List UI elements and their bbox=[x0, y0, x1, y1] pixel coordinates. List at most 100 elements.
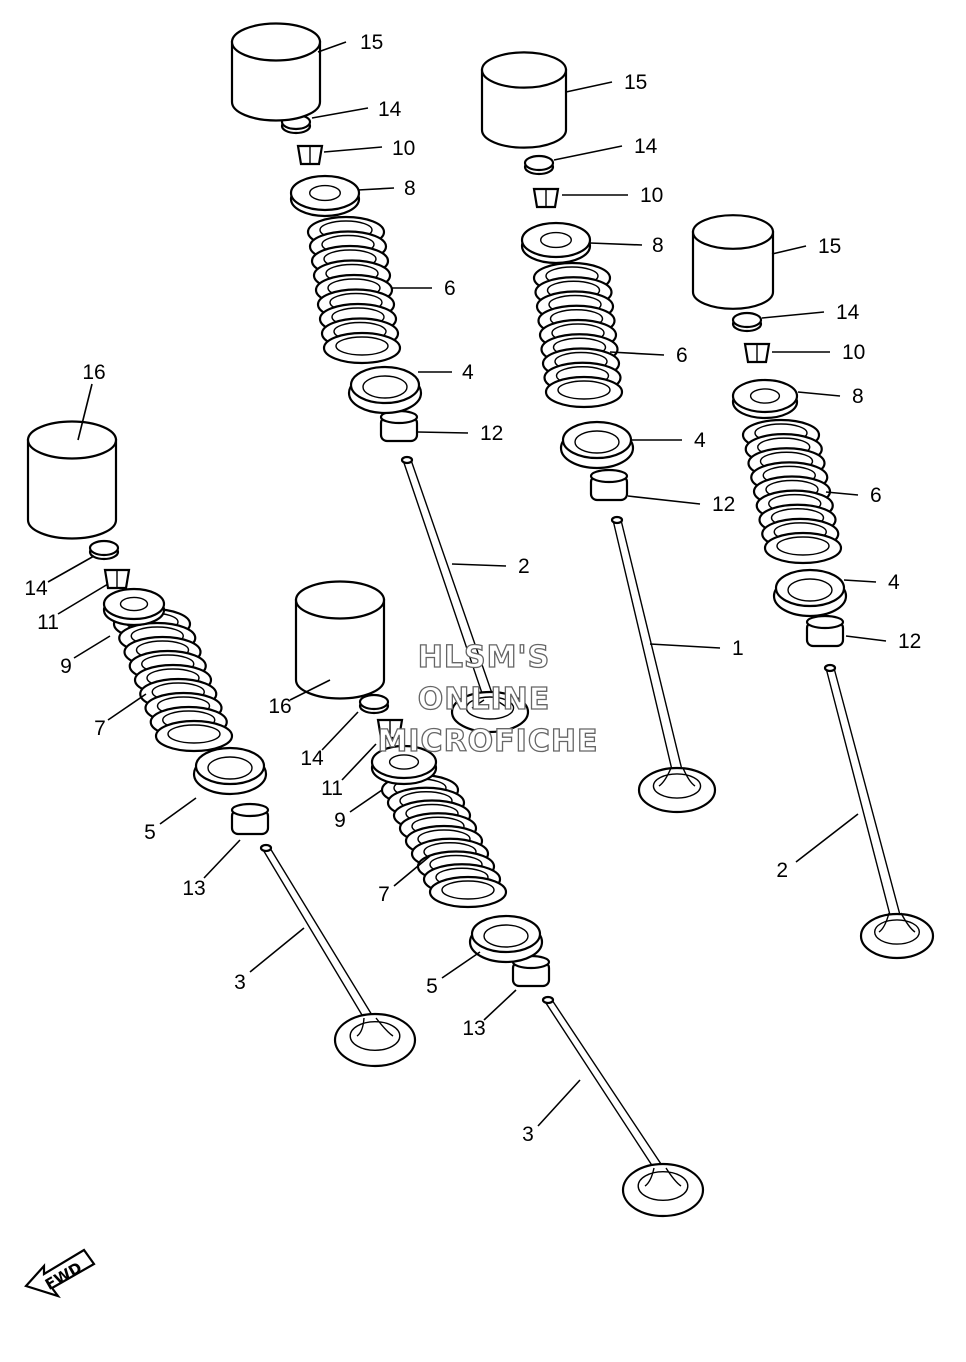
leader-line-e5 bbox=[441, 951, 481, 979]
valve-keeper-b bbox=[532, 187, 560, 209]
spring-seat-c bbox=[772, 568, 848, 618]
callout-b8: 8 bbox=[652, 234, 664, 257]
callout-e11: 11 bbox=[321, 777, 343, 800]
callout-a8: 8 bbox=[404, 177, 416, 200]
callout-e16: 16 bbox=[268, 695, 291, 718]
adjusting-shim-d bbox=[88, 539, 120, 561]
leader-line-e14 bbox=[321, 711, 359, 751]
leader-line-a14 bbox=[311, 107, 369, 119]
spring-retainer-d bbox=[102, 587, 166, 627]
spring-retainer-b bbox=[520, 221, 592, 265]
leader-line-d3 bbox=[249, 927, 305, 973]
leader-line-a15 bbox=[317, 41, 347, 53]
leader-line-b8 bbox=[589, 242, 643, 246]
valve-e bbox=[541, 995, 705, 1218]
valve-keeper-a bbox=[296, 144, 324, 166]
valve-assembly-a bbox=[230, 22, 530, 734]
valve-spring-a bbox=[306, 215, 402, 365]
leader-line-e13 bbox=[483, 989, 517, 1021]
callout-d7: 7 bbox=[94, 717, 106, 740]
callout-d11: 11 bbox=[37, 611, 59, 634]
leader-line-a10 bbox=[323, 146, 383, 153]
watermark: HLSM'S ONLINE MICROFICHE bbox=[377, 639, 599, 759]
valve-assembly-b bbox=[480, 51, 717, 814]
valve-keeper-c bbox=[743, 342, 771, 364]
callout-b15: 15 bbox=[624, 71, 647, 94]
callout-e5: 5 bbox=[426, 975, 438, 998]
callout-a4: 4 bbox=[462, 361, 474, 384]
valve-assembly-e bbox=[294, 580, 705, 1218]
callout-a14: 14 bbox=[378, 98, 402, 121]
callout-c2: 2 bbox=[776, 859, 788, 882]
stem-seal-d bbox=[230, 802, 270, 836]
valve-lifter-e bbox=[294, 580, 386, 700]
callout-b12: 12 bbox=[712, 493, 735, 516]
callout-c8: 8 bbox=[852, 385, 864, 408]
spring-retainer-c bbox=[731, 378, 799, 420]
spring-retainer-e bbox=[370, 744, 438, 786]
callout-e14: 14 bbox=[300, 747, 324, 770]
callout-d13: 13 bbox=[182, 877, 205, 900]
leader-line-b12 bbox=[627, 495, 701, 505]
callout-d5: 5 bbox=[144, 821, 156, 844]
callout-c15: 15 bbox=[818, 235, 841, 258]
callout-b4: 4 bbox=[694, 429, 706, 452]
spring-seat-b bbox=[559, 420, 635, 470]
leader-line-e7 bbox=[393, 855, 431, 887]
leader-line-d13 bbox=[203, 839, 241, 879]
leader-line-b6 bbox=[609, 351, 665, 356]
adjusting-shim-b bbox=[523, 154, 555, 176]
valve-lifter-c bbox=[691, 214, 775, 310]
callout-e13: 13 bbox=[462, 1017, 485, 1040]
leader-line-a12 bbox=[417, 431, 469, 434]
callout-d9: 9 bbox=[60, 655, 72, 678]
callout-a2: 2 bbox=[518, 555, 530, 578]
callout-a6: 6 bbox=[444, 277, 456, 300]
adjusting-shim-c bbox=[731, 311, 763, 333]
callout-b6: 6 bbox=[676, 344, 688, 367]
valve-c bbox=[823, 663, 935, 960]
valve-spring-b bbox=[532, 261, 624, 409]
spring-seat-e bbox=[468, 914, 544, 964]
callout-e9: 9 bbox=[334, 809, 346, 832]
callout-c6: 6 bbox=[870, 484, 882, 507]
valve-lifter-d bbox=[26, 420, 118, 540]
callout-a10: 10 bbox=[392, 137, 415, 160]
valve-assembly-d bbox=[26, 420, 417, 1068]
leader-line-b15 bbox=[565, 81, 613, 93]
spring-seat-a bbox=[347, 365, 423, 415]
valve-keeper-e bbox=[376, 718, 404, 740]
callout-c4: 4 bbox=[888, 571, 900, 594]
stem-seal-a bbox=[379, 409, 419, 443]
leader-line-d14 bbox=[47, 555, 95, 583]
callout-e3: 3 bbox=[522, 1123, 534, 1146]
callout-c14: 14 bbox=[836, 301, 860, 324]
watermark-line-3: MICROFICHE bbox=[378, 724, 599, 759]
leader-line-b14 bbox=[553, 145, 623, 161]
valve-lifter-b bbox=[480, 51, 568, 149]
callout-d16: 16 bbox=[82, 361, 105, 384]
leader-line-c2 bbox=[795, 813, 859, 863]
callout-c10: 10 bbox=[842, 341, 865, 364]
callout-d3: 3 bbox=[234, 971, 246, 994]
leader-line-c14 bbox=[761, 311, 825, 319]
leader-line-c4 bbox=[843, 579, 877, 583]
callout-c12: 12 bbox=[898, 630, 921, 653]
watermark-line-1: HLSM'S bbox=[418, 640, 550, 675]
watermark-line-2: ONLINE bbox=[418, 682, 551, 717]
callout-b14: 14 bbox=[634, 135, 658, 158]
valve-b bbox=[610, 515, 717, 814]
valve-a bbox=[400, 455, 530, 734]
valve-d bbox=[259, 843, 417, 1068]
leader-line-c8 bbox=[797, 391, 841, 397]
fwd-arrow-icon: FWD bbox=[24, 1248, 96, 1299]
callout-e7: 7 bbox=[378, 883, 390, 906]
valve-spring-e bbox=[380, 773, 508, 909]
valve-keeper-d bbox=[103, 568, 131, 590]
leader-line-a2 bbox=[451, 563, 507, 567]
adjusting-shim-e bbox=[358, 693, 390, 715]
stem-seal-c bbox=[805, 614, 845, 648]
leader-line-d11 bbox=[57, 583, 109, 615]
leader-line-c15 bbox=[771, 245, 807, 255]
